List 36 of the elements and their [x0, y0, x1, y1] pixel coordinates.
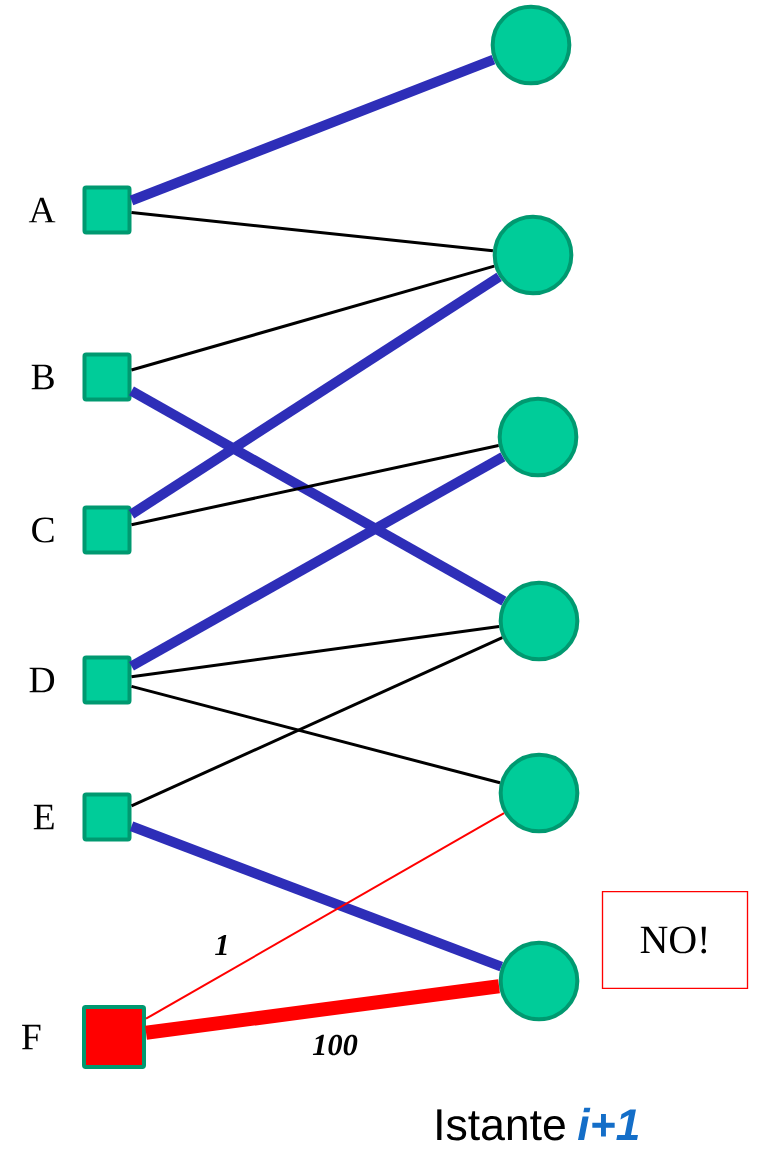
node-label: D	[29, 667, 55, 693]
edge-label: 100	[312, 1034, 358, 1056]
connector-line	[131, 444, 499, 527]
circle-node	[492, 214, 574, 296]
square-node: A	[28, 185, 132, 235]
node-label: E	[33, 804, 54, 830]
connector-line	[129, 821, 504, 972]
node-label: B	[31, 364, 54, 390]
caption-text: i+1	[578, 1107, 638, 1140]
connector-line	[129, 54, 496, 206]
connector-line	[145, 812, 506, 1020]
node-label: A	[28, 197, 56, 223]
connector-line	[145, 979, 500, 1040]
connector-line	[131, 211, 494, 253]
connector-line	[129, 452, 506, 671]
circle-node	[498, 752, 580, 834]
connector-line	[131, 264, 495, 372]
connector-line	[129, 386, 507, 606]
connector-line	[131, 624, 500, 679]
circle-node	[498, 580, 580, 662]
square-node: E	[33, 792, 132, 842]
connector-line	[130, 636, 503, 808]
circle-node	[490, 4, 572, 86]
node-label: C	[32, 517, 54, 543]
circle-node	[497, 396, 579, 478]
square-node: C	[32, 505, 132, 555]
circle-node	[498, 940, 580, 1022]
square-node: D	[29, 655, 132, 705]
connector-line	[128, 272, 502, 519]
node-label: F	[22, 1024, 41, 1050]
square-node: F	[22, 1005, 146, 1069]
caption-text: Istante	[437, 1109, 565, 1141]
note-box: NO!	[601, 891, 749, 989]
edge-label: 1	[215, 934, 227, 956]
square-node: B	[31, 352, 132, 402]
connector-line	[131, 684, 501, 785]
